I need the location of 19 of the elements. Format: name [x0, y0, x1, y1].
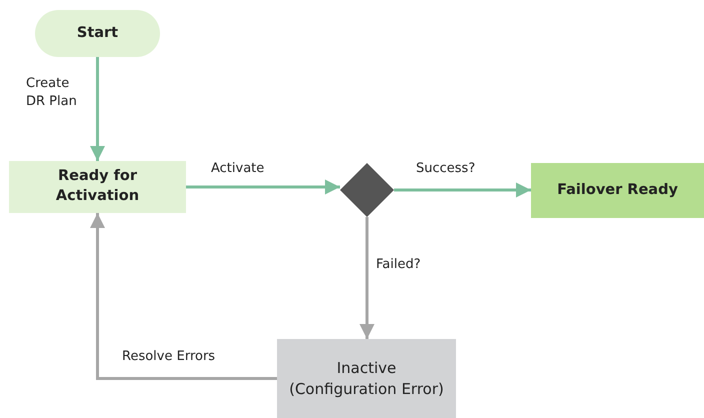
edge-label: Success?: [416, 160, 476, 178]
node-label: Ready for Activation: [54, 167, 140, 206]
node-label: Failover Ready: [557, 180, 678, 200]
edge-label: Activate: [211, 160, 264, 178]
start-terminal: [35, 10, 160, 57]
arrow: [360, 217, 374, 339]
node-label: Start: [76, 24, 118, 43]
edge-label: Resolve Errors: [122, 348, 216, 366]
state-box: [9, 161, 186, 213]
state-box: [531, 163, 704, 218]
arrow: [90, 57, 105, 161]
state-box: [277, 339, 456, 418]
arrow: [394, 182, 531, 198]
edge-label: Create DR Plan: [26, 75, 78, 110]
decision-diamond: [340, 163, 394, 217]
arrow: [90, 213, 277, 380]
node-label: Inactive (Configuration Error): [288, 358, 445, 399]
edge-label: Failed?: [376, 256, 421, 274]
arrow: [186, 180, 340, 194]
